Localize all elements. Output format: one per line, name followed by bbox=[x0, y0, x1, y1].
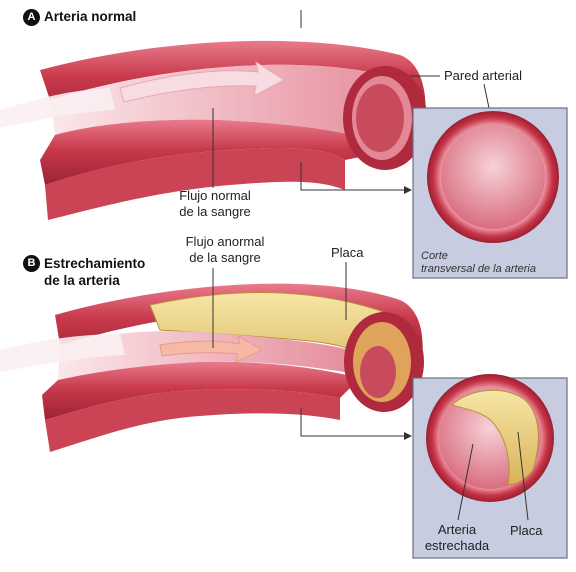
corte-line1: Corte bbox=[421, 250, 448, 262]
section-b-title-line1: Estrechamiento bbox=[44, 256, 146, 271]
flujo-normal-label: Flujo normal de la sangre bbox=[160, 188, 270, 220]
section-b-badge: B bbox=[23, 255, 40, 272]
corte-transversal-label: Corte transversal de la arteria bbox=[421, 250, 536, 276]
placa-label-top: Placa bbox=[331, 245, 364, 260]
arteria-estrechada-line2: estrechada bbox=[424, 538, 490, 553]
flujo-anormal-line2: de la sangre bbox=[189, 250, 261, 265]
normal-artery bbox=[0, 40, 427, 220]
corte-line2: transversal de la arteria bbox=[421, 263, 536, 275]
section-a-title: Arteria normal bbox=[44, 9, 137, 24]
flujo-normal-line1: Flujo normal bbox=[179, 188, 251, 203]
flujo-anormal-label: Flujo anormal de la sangre bbox=[170, 234, 280, 266]
narrowed-artery bbox=[0, 283, 424, 452]
section-a-badge: A bbox=[23, 9, 40, 26]
section-b-title-line2: de la arteria bbox=[44, 273, 120, 288]
flujo-anormal-line1: Flujo anormal bbox=[185, 234, 265, 249]
flujo-normal-line2: de la sangre bbox=[179, 204, 251, 219]
section-b-title: Estrechamiento de la arteria bbox=[44, 255, 145, 289]
cross-section-panel-normal bbox=[412, 107, 568, 279]
placa-label-bottom: Placa bbox=[510, 523, 543, 538]
arteria-estrechada-label: Arteria estrechada bbox=[424, 522, 490, 554]
arteria-estrechada-line1: Arteria bbox=[437, 522, 477, 537]
pared-arterial-label: Pared arterial bbox=[444, 68, 523, 83]
